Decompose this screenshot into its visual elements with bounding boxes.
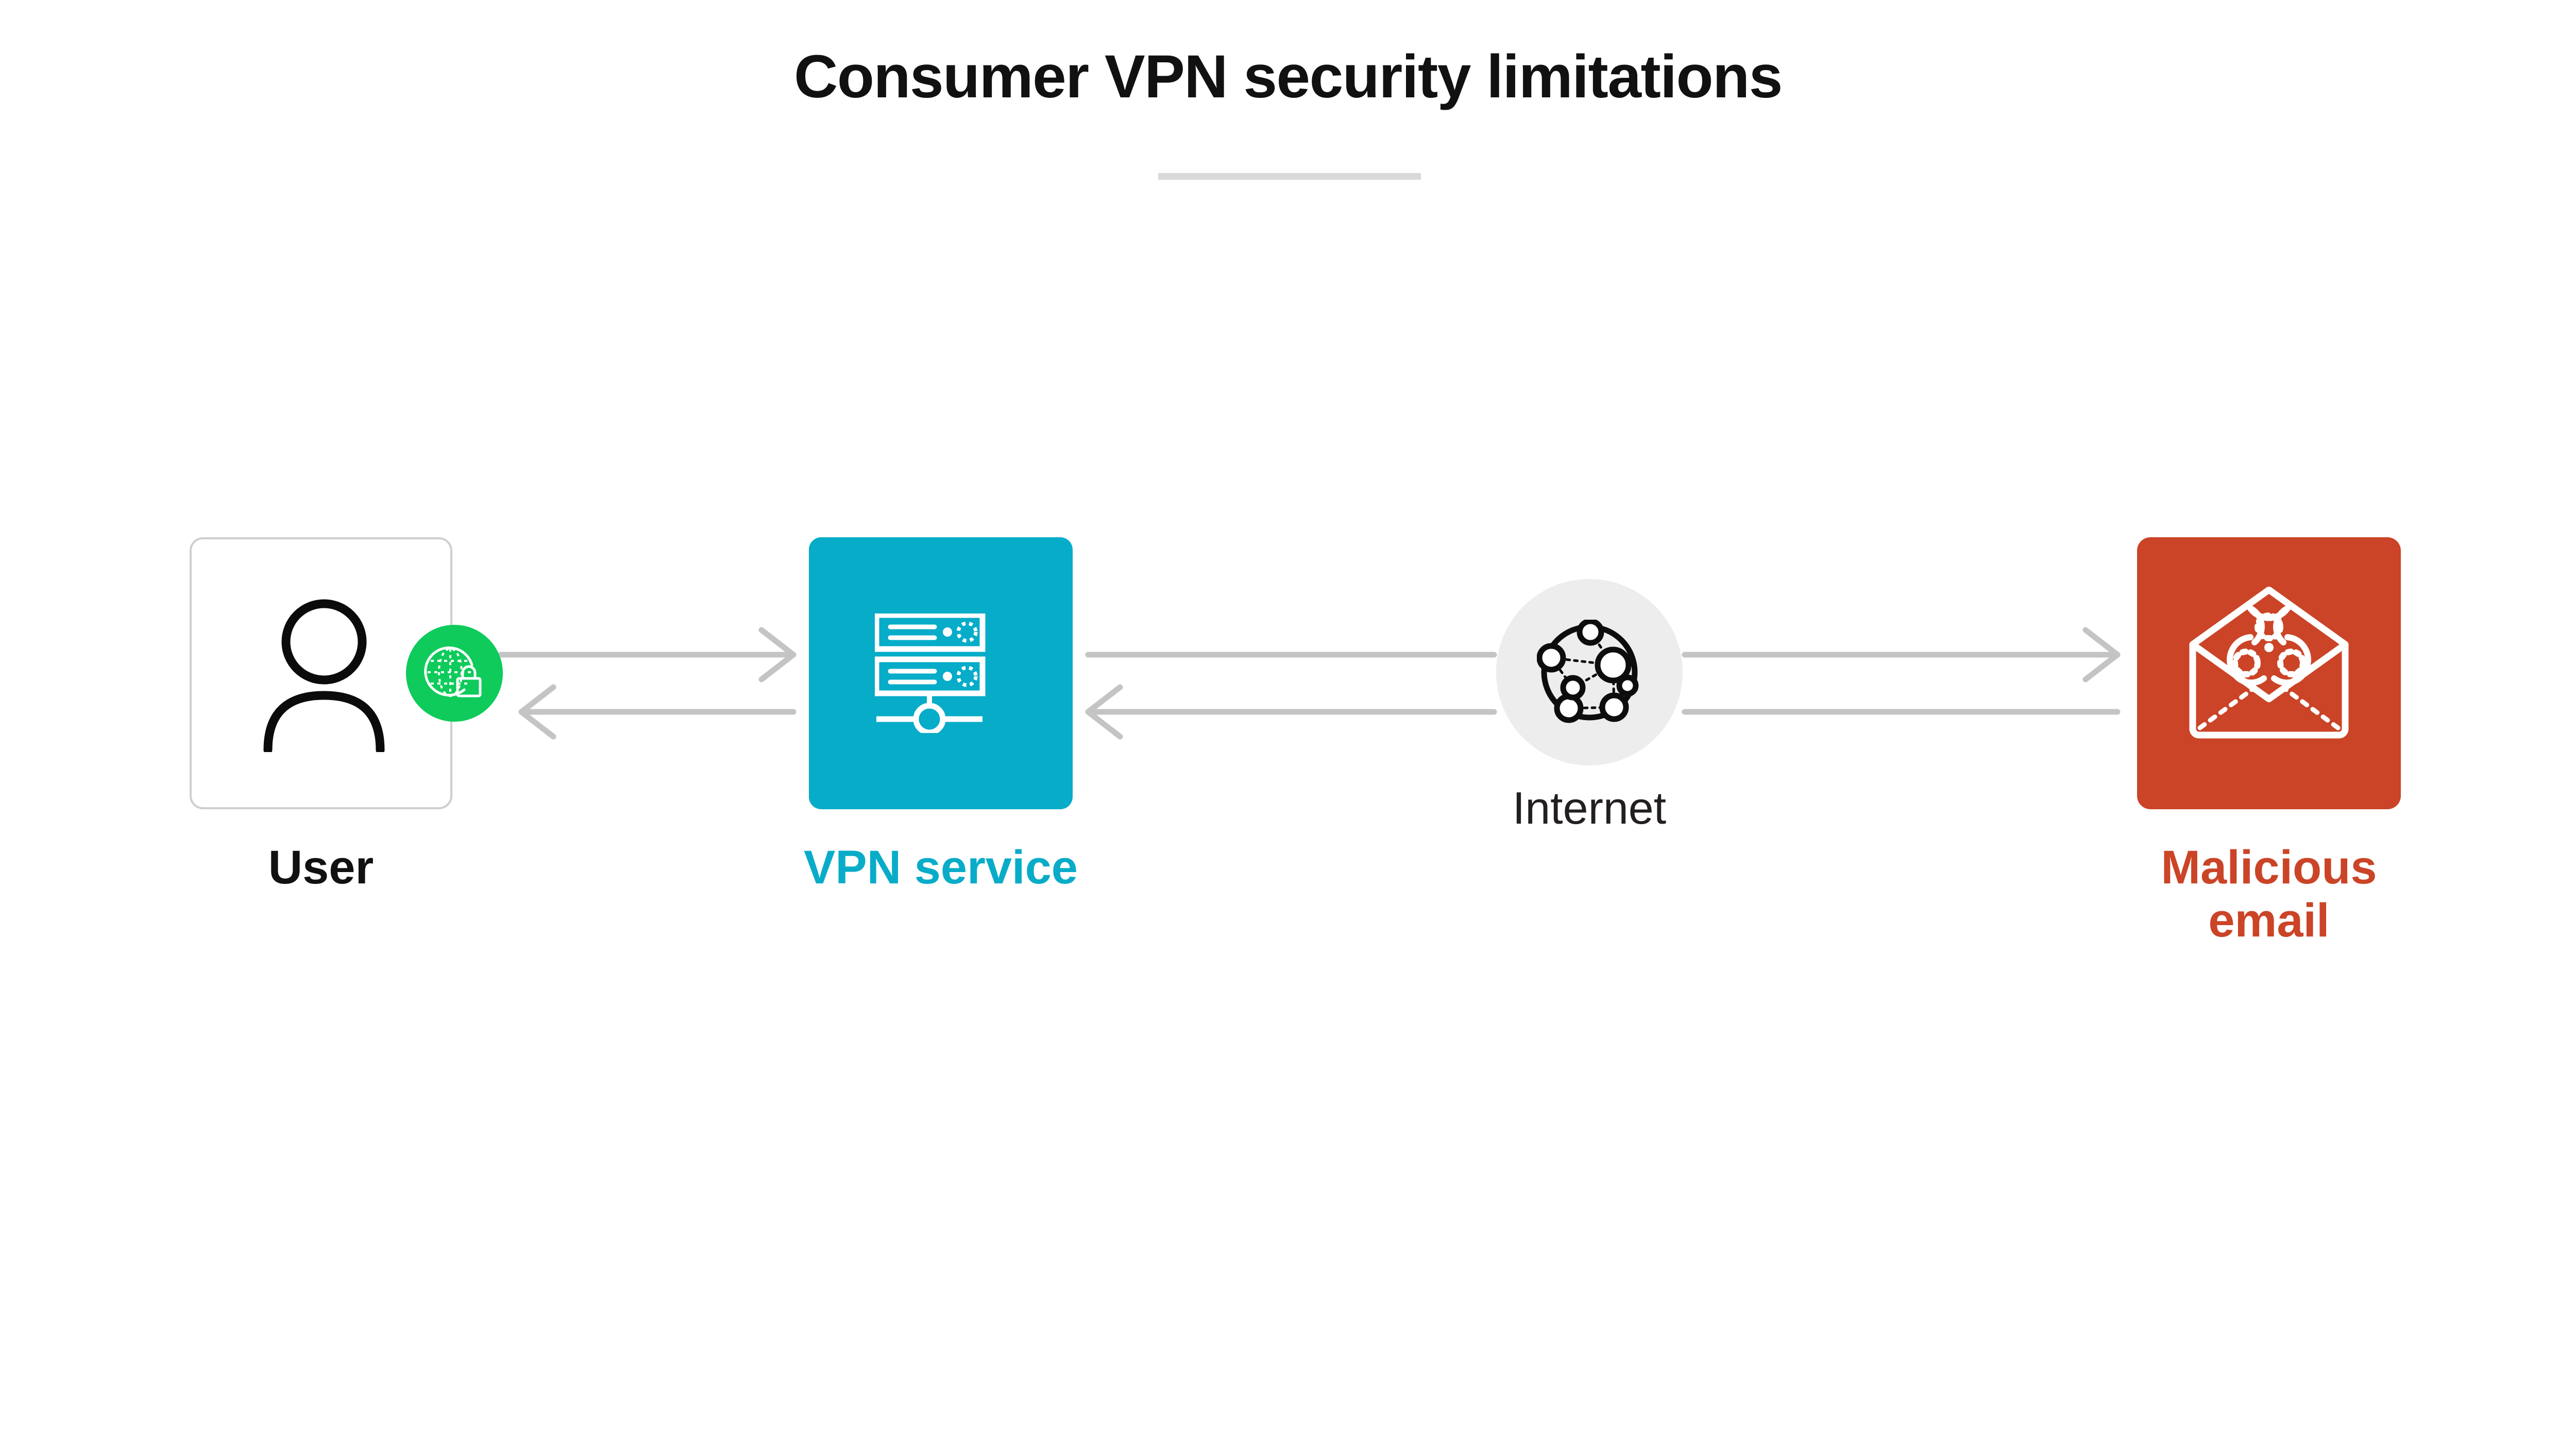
globe-lock-badge[interactable] bbox=[406, 625, 503, 722]
node-label-user: User bbox=[268, 841, 374, 894]
arrow-internet-to-vpn bbox=[1085, 684, 1497, 740]
network-mesh-icon bbox=[1537, 620, 1639, 723]
biohazard-envelope-icon bbox=[2189, 587, 2349, 739]
arrow-vpn-to-user bbox=[518, 684, 796, 740]
node-malicious-email-card[interactable] bbox=[2137, 537, 2401, 809]
person-icon bbox=[263, 599, 385, 752]
page-title: Consumer VPN security limitations bbox=[794, 43, 1783, 111]
node-label-malicious-email-line2: email bbox=[2208, 894, 2330, 947]
server-rack-icon bbox=[875, 613, 986, 733]
node-label-internet: Internet bbox=[1512, 782, 1667, 833]
arrow-user-to-vpn bbox=[498, 627, 796, 683]
arrow-internet-to-email bbox=[1682, 627, 2121, 683]
node-internet-circle[interactable] bbox=[1496, 579, 1683, 765]
node-label-vpn-service: VPN service bbox=[804, 841, 1078, 894]
globe-lock-icon bbox=[424, 646, 482, 697]
node-label-malicious-email: Malicious email bbox=[2109, 841, 2429, 947]
title-divider bbox=[1158, 173, 1421, 180]
node-label-malicious-email-line1: Malicious bbox=[2161, 841, 2377, 894]
node-vpn-service-card[interactable] bbox=[809, 537, 1073, 809]
